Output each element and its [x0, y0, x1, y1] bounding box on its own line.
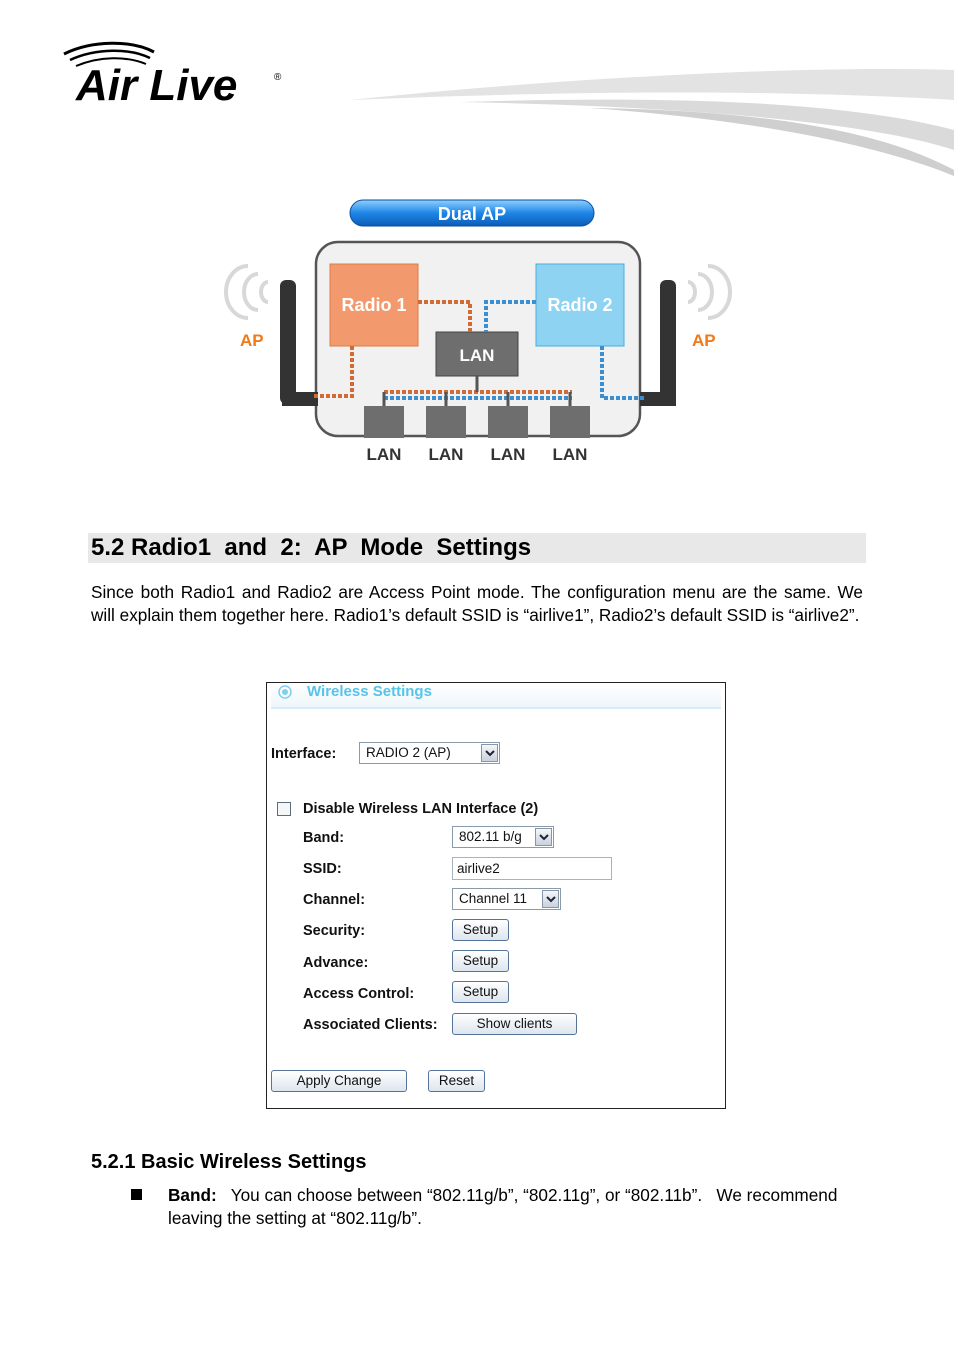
ssid-input-value: airlive2: [457, 861, 500, 876]
band-select-value: 802.11 b/g: [459, 829, 522, 844]
show-clients-button[interactable]: Show clients: [452, 1013, 577, 1035]
lan-port-label: LAN: [491, 445, 526, 464]
lan-port-label: LAN: [553, 445, 588, 464]
disable-wlan-checkbox[interactable]: [277, 802, 291, 816]
header-swoosh: [340, 60, 954, 180]
subsection-title: 5.2.1 Basic Wireless Settings: [91, 1151, 367, 1173]
svg-text:®: ®: [274, 72, 282, 83]
bullet-square-icon: [131, 1189, 142, 1200]
band-select[interactable]: 802.11 b/g: [452, 826, 554, 848]
section-title: 5.2 Radio1 and 2: AP Mode Settings: [91, 534, 532, 561]
radio2-label: Radio 2: [547, 295, 612, 315]
radio-target-icon: [278, 685, 292, 699]
panel-header: Wireless Settings: [271, 683, 721, 709]
panel-title: Wireless Settings: [307, 683, 432, 700]
access-control-label: Access Control:: [303, 986, 415, 1002]
interface-select-value: RADIO 2 (AP): [366, 745, 451, 760]
svg-text:Air Live: Air Live: [75, 61, 237, 110]
interface-select[interactable]: RADIO 2 (AP): [359, 742, 500, 764]
section-heading-bar: [88, 533, 866, 563]
apply-change-button[interactable]: Apply Change: [271, 1070, 407, 1092]
security-label: Security:: [303, 923, 366, 939]
diagram-title: Dual AP: [438, 204, 506, 224]
band-bullet: Band: You can choose between “802.11g/b”…: [168, 1184, 838, 1230]
airlive-logo: Air Live ®: [62, 40, 292, 110]
channel-select[interactable]: Channel 11: [452, 888, 561, 910]
dual-ap-diagram: Dual AP AP AP Radio 1 Radio 2 LAN: [220, 196, 736, 466]
lan-port-label: LAN: [429, 445, 464, 464]
band-label: Band:: [303, 830, 345, 846]
ssid-input[interactable]: airlive2: [452, 857, 612, 880]
chevron-down-icon[interactable]: [535, 828, 552, 846]
chevron-down-icon[interactable]: [481, 744, 498, 762]
lan-port-label: LAN: [367, 445, 402, 464]
bullet-term: Band:: [168, 1185, 217, 1205]
chevron-down-icon[interactable]: [542, 890, 559, 908]
intro-paragraph: Since both Radio1 and Radio2 are Access …: [91, 582, 863, 625]
reset-button[interactable]: Reset: [428, 1070, 485, 1092]
bullet-description: You can choose between “802.11g/b”, “802…: [168, 1185, 843, 1228]
ap-left-label: AP: [240, 331, 264, 350]
interface-label: Interface:: [271, 746, 337, 762]
disable-wlan-label: Disable Wireless LAN Interface (2): [303, 801, 539, 817]
channel-label: Channel:: [303, 892, 366, 908]
wireless-settings-panel: Wireless Settings Interface: RADIO 2 (AP…: [266, 682, 726, 1109]
ap-right-label: AP: [692, 331, 716, 350]
associated-clients-label: Associated Clients:: [303, 1017, 438, 1033]
security-setup-button[interactable]: Setup: [452, 919, 509, 941]
lan-center-label: LAN: [460, 346, 495, 365]
access-control-setup-button[interactable]: Setup: [452, 981, 509, 1003]
advance-setup-button[interactable]: Setup: [452, 950, 509, 972]
ssid-label: SSID:: [303, 861, 342, 877]
channel-select-value: Channel 11: [459, 891, 528, 906]
advance-label: Advance:: [303, 955, 369, 971]
radio1-label: Radio 1: [341, 295, 406, 315]
